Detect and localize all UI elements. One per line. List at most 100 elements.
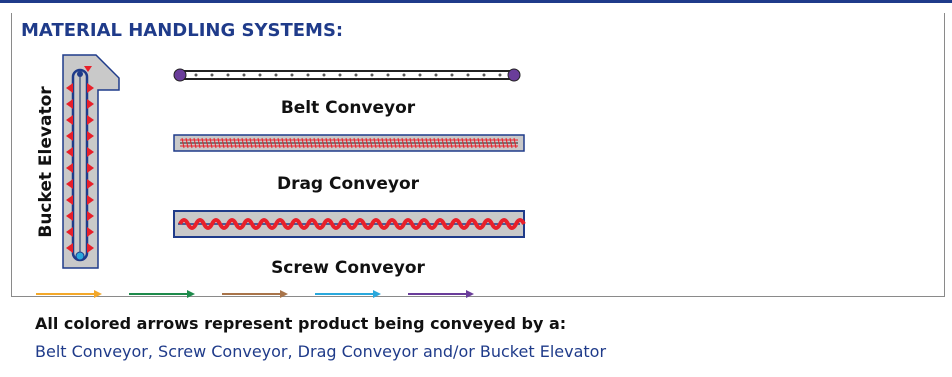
bucket-elevator-bucket xyxy=(87,179,94,189)
bucket-elevator-bucket xyxy=(66,163,73,173)
belt-conveyor-roller xyxy=(226,73,230,77)
drag-conveyor-flight xyxy=(381,137,385,149)
drag-conveyor-flight xyxy=(301,137,305,149)
drag-conveyor-flight xyxy=(325,137,329,149)
drag-conveyor-flight xyxy=(405,137,409,149)
drag-conveyor-flight xyxy=(393,137,397,149)
drag-conveyor-flight xyxy=(341,137,345,149)
drag-conveyor-flight xyxy=(505,137,509,149)
product-arrow-head xyxy=(187,290,195,298)
drag-conveyor-flight xyxy=(469,137,473,149)
drag-conveyor-flight xyxy=(201,137,205,149)
drag-conveyor-flight xyxy=(185,137,189,149)
drag-conveyor-flight xyxy=(461,137,465,149)
drag-conveyor-flight xyxy=(369,137,373,149)
drag-conveyor-flight xyxy=(257,137,261,149)
belt-conveyor-roller xyxy=(450,73,454,77)
drag-conveyor-flight xyxy=(401,137,405,149)
belt-conveyor-roller xyxy=(354,73,358,77)
drag-conveyor-flight xyxy=(485,137,489,149)
bucket-elevator-bucket xyxy=(87,195,94,205)
drag-conveyor-flight xyxy=(293,137,297,149)
drag-conveyor-flight xyxy=(229,137,233,149)
drag-conveyor-flight xyxy=(489,137,493,149)
drag-conveyor-flight xyxy=(421,137,425,149)
drag-conveyor-flight xyxy=(497,137,501,149)
belt-conveyor-roller xyxy=(290,73,294,77)
drag-conveyor-flight xyxy=(509,137,513,149)
drag-conveyor-flight xyxy=(433,137,437,149)
belt-conveyor-roller xyxy=(322,73,326,77)
drag-conveyor-flight xyxy=(429,137,433,149)
drag-conveyor-flight xyxy=(261,137,265,149)
conveyor-diagram: Bucket Elevator Belt Conveyor Drag Conve… xyxy=(36,54,526,298)
drag-conveyor-flight xyxy=(513,137,517,149)
drag-conveyor-flight xyxy=(309,137,313,149)
belt-conveyor-roller xyxy=(338,73,342,77)
section-title: MATERIAL HANDLING SYSTEMS: xyxy=(21,20,344,41)
bucket-elevator-bucket xyxy=(66,115,73,125)
section-frame xyxy=(11,13,945,297)
bucket-elevator-pulley-bottom xyxy=(75,251,85,261)
drag-conveyor-flight xyxy=(437,137,441,149)
belt-conveyor-tail-pulley xyxy=(173,68,187,82)
bucket-elevator-bucket xyxy=(87,115,94,125)
drag-conveyor-flight xyxy=(465,137,469,149)
drag-conveyor-flight xyxy=(209,137,213,149)
drag-conveyor-flight xyxy=(213,137,217,149)
bucket-elevator-bucket xyxy=(66,195,73,205)
bucket-elevator-bucket xyxy=(87,99,94,109)
bucket-elevator-label: Bucket Elevator xyxy=(36,86,56,238)
belt-conveyor xyxy=(173,68,521,82)
bucket-elevator-bucket xyxy=(87,131,94,141)
bucket-elevator-bucket xyxy=(87,163,94,173)
belt-conveyor-roller xyxy=(434,73,438,77)
bucket-elevator-head-bucket xyxy=(84,66,92,72)
drag-conveyor-flight xyxy=(305,137,309,149)
bucket-elevator-bucket xyxy=(66,131,73,141)
drag-conveyor-flights xyxy=(181,137,517,149)
drag-conveyor-flight xyxy=(349,137,353,149)
belt-conveyor-roller xyxy=(258,73,262,77)
drag-conveyor-flight xyxy=(321,137,325,149)
drag-conveyor-label: Drag Conveyor xyxy=(277,174,420,194)
drag-conveyor-flight xyxy=(337,137,341,149)
bucket-elevator-bucket xyxy=(66,99,73,109)
drag-conveyor-flight xyxy=(353,137,357,149)
drag-conveyor-flight xyxy=(441,137,445,149)
drag-conveyor-flight xyxy=(329,137,333,149)
drag-conveyor-flight xyxy=(241,137,245,149)
bucket-elevator-bucket xyxy=(87,227,94,237)
drag-conveyor-flight xyxy=(425,137,429,149)
drag-conveyor-flight xyxy=(189,137,193,149)
drag-conveyor-flight xyxy=(285,137,289,149)
drag-conveyor-flight xyxy=(345,137,349,149)
drag-conveyor-flight xyxy=(417,137,421,149)
belt-conveyor-roller xyxy=(386,73,390,77)
drag-conveyor-flight xyxy=(389,137,393,149)
drag-conveyor-flight xyxy=(249,137,253,149)
bucket-elevator-bucket xyxy=(66,179,73,189)
footer-note: All colored arrows represent product bei… xyxy=(35,314,567,333)
bucket-elevator-bucket xyxy=(66,211,73,221)
drag-conveyor-flight xyxy=(193,137,197,149)
drag-conveyor-flight xyxy=(265,137,269,149)
drag-conveyor-flight xyxy=(373,137,377,149)
drag-conveyor-flight xyxy=(449,137,453,149)
drag-conveyor-flight xyxy=(457,137,461,149)
bucket-elevator-buckets xyxy=(66,83,94,253)
screw-conveyor xyxy=(173,210,526,238)
top-rule xyxy=(0,0,952,3)
drag-conveyor-flight xyxy=(317,137,321,149)
drag-conveyor-flight xyxy=(269,137,273,149)
screw-conveyor-flighting xyxy=(178,218,526,230)
bucket-elevator-bucket xyxy=(87,211,94,221)
drag-conveyor-flight xyxy=(197,137,201,149)
drag-conveyor-flight xyxy=(205,137,209,149)
drag-conveyor-flight xyxy=(245,137,249,149)
drag-conveyor-flight xyxy=(333,137,337,149)
drag-conveyor-flight xyxy=(397,137,401,149)
belt-conveyor-roller xyxy=(402,73,406,77)
bucket-elevator xyxy=(62,54,120,269)
drag-conveyor-flight xyxy=(453,137,457,149)
